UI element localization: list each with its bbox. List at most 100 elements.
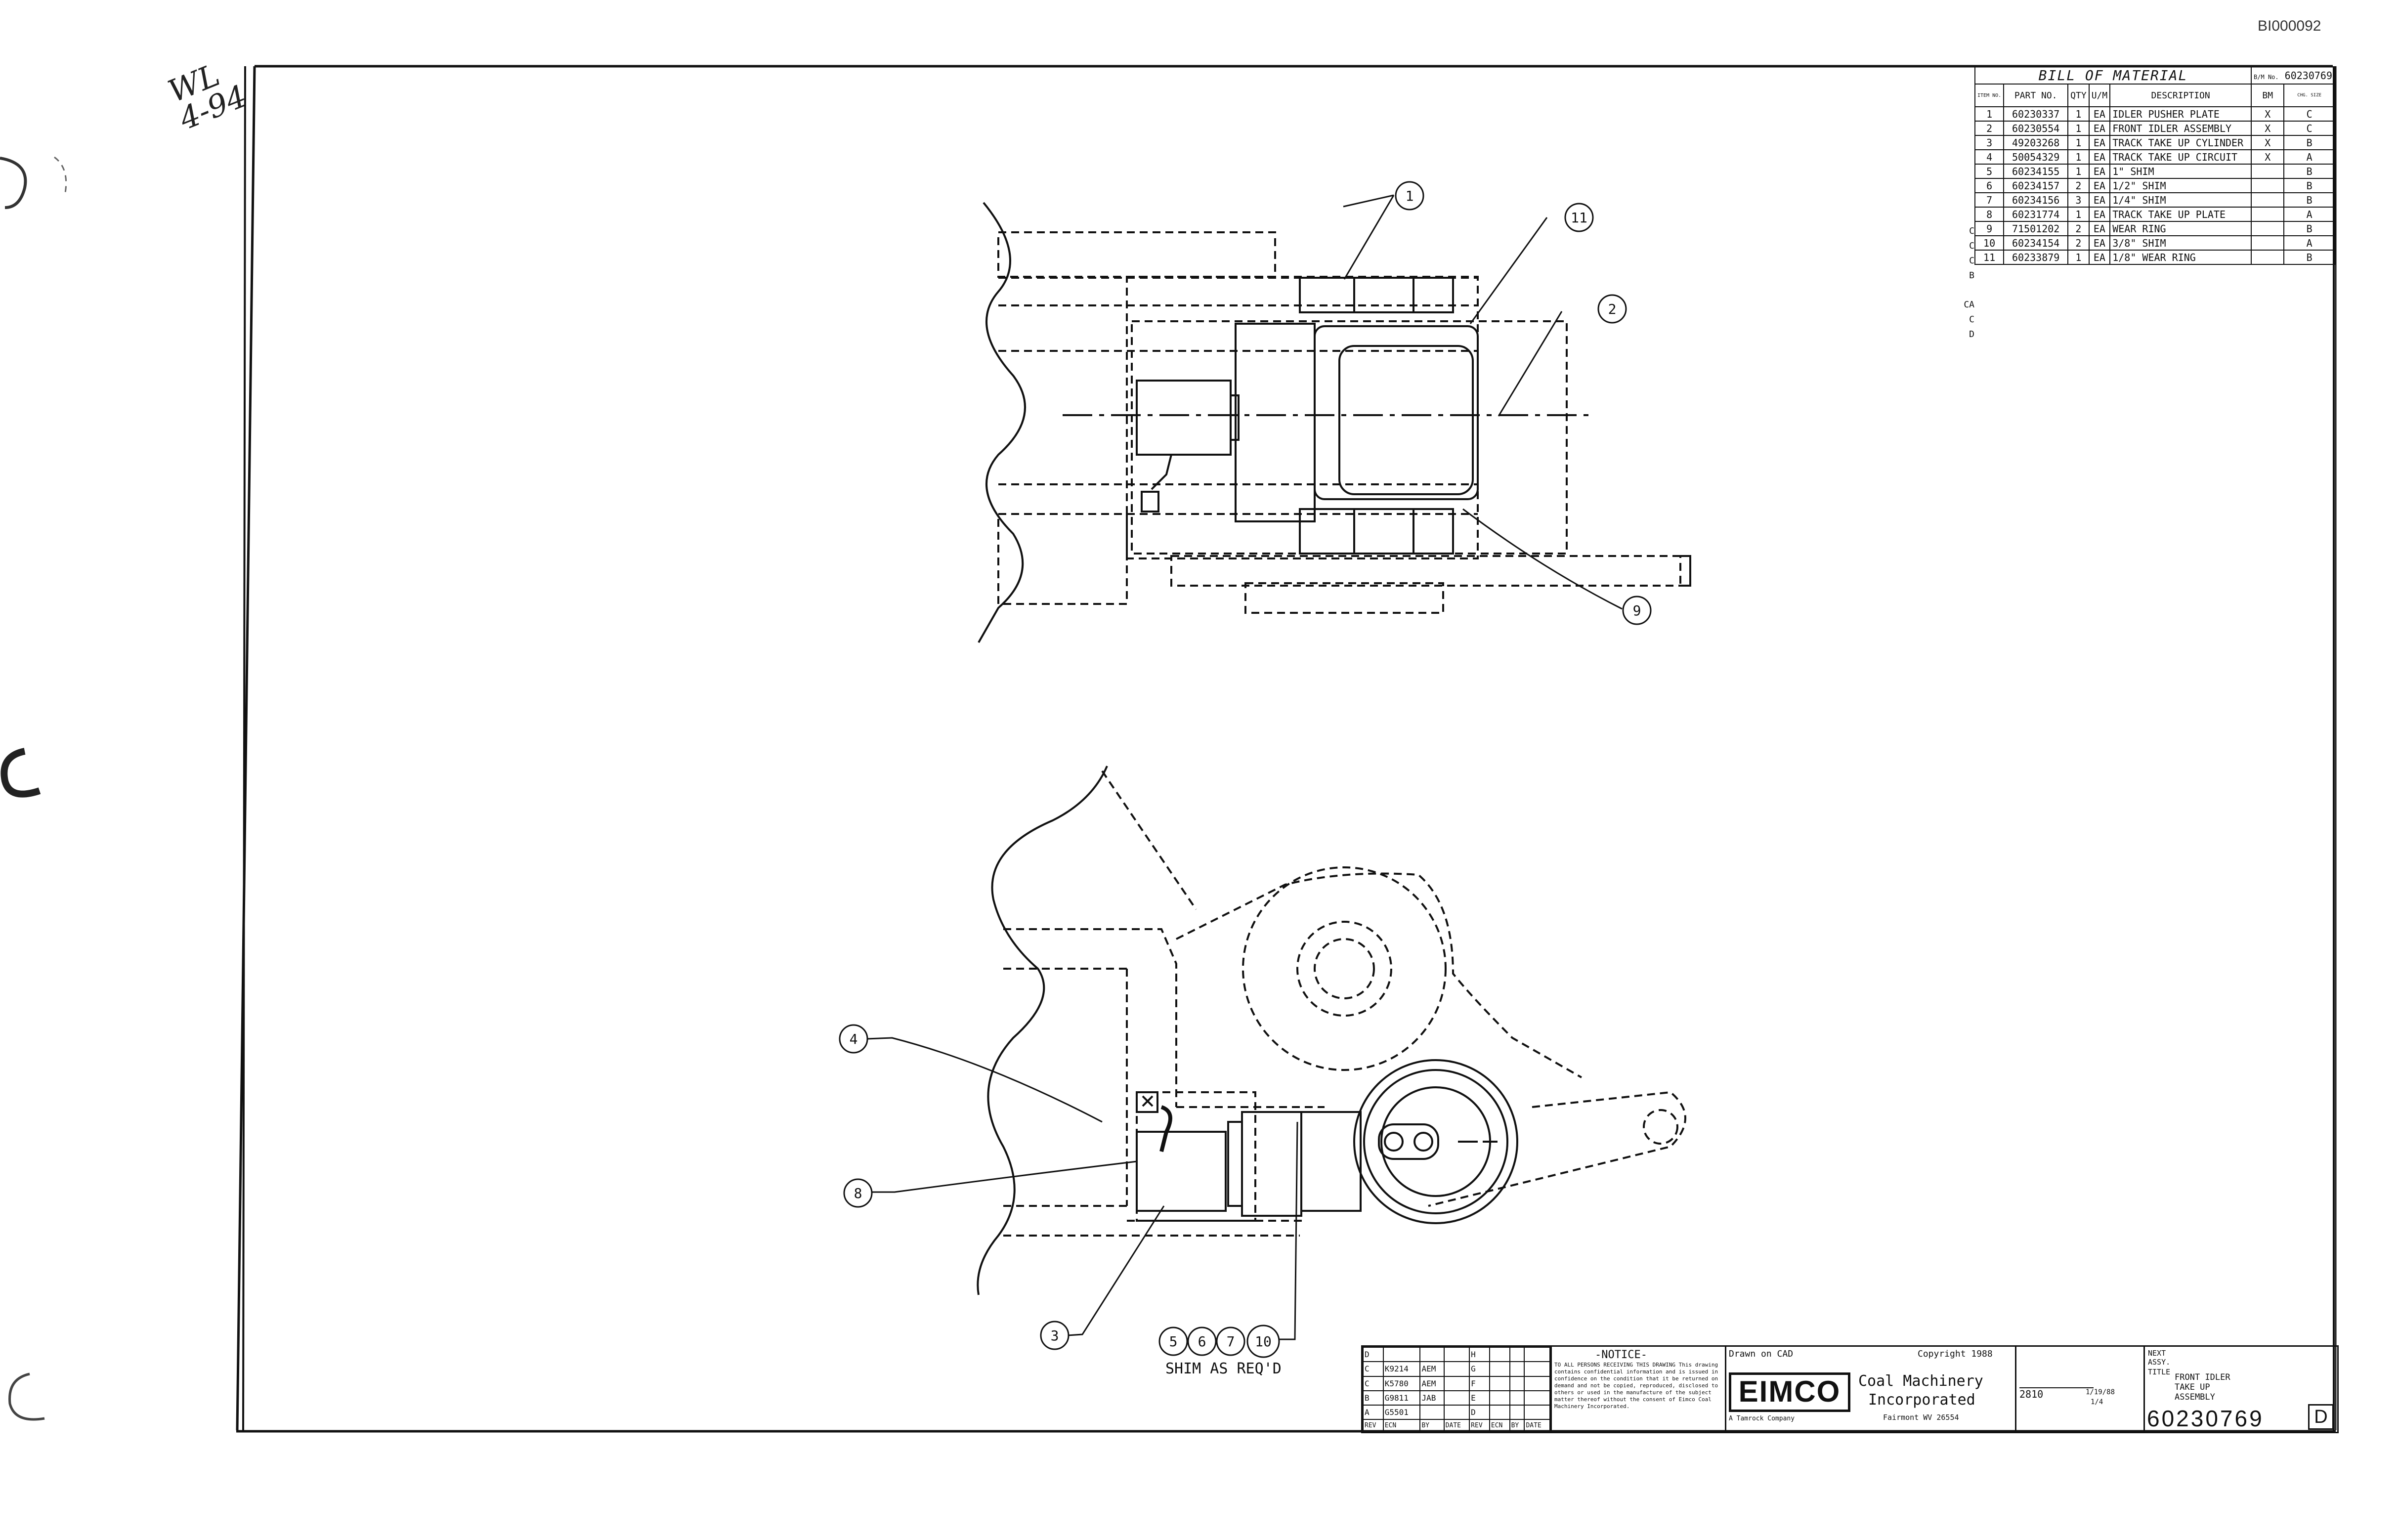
- title-block-drawing-number: 60230769: [2147, 1406, 2264, 1431]
- revision-cell-ecn: K5780: [1382, 1375, 1421, 1391]
- revision-cell-by: [1419, 1404, 1445, 1420]
- bom-cell-size: B: [2283, 192, 2335, 208]
- bom-cell-desc: FRONT IDLER ASSEMBLY: [2109, 121, 2252, 136]
- bom-cell-item: 3: [1974, 135, 2005, 150]
- revision-footer-cell: ECN: [1382, 1419, 1421, 1432]
- bom-cell-part: 49203268: [2003, 135, 2069, 150]
- sheet-revision: D: [2308, 1404, 2334, 1430]
- title-line-2: TAKE UP: [2175, 1382, 2210, 1392]
- bom-cell-size: B: [2283, 221, 2335, 236]
- revision-cell-empty: [1524, 1346, 1550, 1363]
- bom-cell-um: EA: [2088, 235, 2111, 251]
- title-label: TITLE: [2148, 1368, 2171, 1376]
- bom-header-um: U/M: [2088, 84, 2111, 107]
- revision-cell-by: JAB: [1419, 1390, 1445, 1406]
- bom-title: BILL OF MATERIAL: [1974, 66, 2252, 85]
- bom-cell-size: B: [2283, 164, 2335, 179]
- company-name-line-2: Incorporated: [1868, 1391, 1975, 1409]
- drawing-date: 1/19/88: [2086, 1388, 2115, 1396]
- revision-cell-rev: C: [1363, 1361, 1384, 1377]
- revision-cell-ecn: G5501: [1382, 1404, 1421, 1420]
- bom-cell-bm: [2251, 164, 2285, 179]
- bom-cell-bm: X: [2251, 135, 2285, 150]
- bom-cell-qty: 1: [2067, 106, 2090, 122]
- revision-cell-empty: [1509, 1361, 1525, 1377]
- revision-cell-empty: [1509, 1346, 1525, 1363]
- bom-drawing-number-value: 60230769: [2284, 69, 2332, 82]
- drawing-scale: 1/4: [2091, 1398, 2103, 1406]
- title-column: NEXT ASSY. TITLE FRONT IDLER TAKE UP ASS…: [2143, 1347, 2338, 1431]
- callout-5: 5: [1169, 1333, 1178, 1350]
- next-assembly-label: NEXT ASSY.: [2148, 1349, 2171, 1367]
- bom-cell-qty: 1: [2067, 135, 2090, 150]
- bom-header-bm: BM: [2251, 84, 2285, 107]
- callout-8: 8: [854, 1185, 862, 1201]
- revision-footer-cell: REV: [1469, 1419, 1490, 1432]
- bom-cell-part: 60233879: [2003, 250, 2069, 265]
- revision-cell-empty: [1509, 1375, 1525, 1391]
- bom-revision-mark: C: [1969, 314, 1974, 325]
- bom-cell-part: 60234156: [2003, 192, 2069, 208]
- revision-cell-by: AEM: [1419, 1375, 1445, 1391]
- notice-title: -NOTICE-: [1595, 1349, 1647, 1361]
- revision-cell-empty: [1489, 1390, 1510, 1406]
- bom-cell-um: EA: [2088, 221, 2111, 236]
- bom-cell-size: B: [2283, 178, 2335, 193]
- bom-header-qty: QTY: [2067, 84, 2090, 107]
- revision-cell-empty: [1489, 1361, 1510, 1377]
- revision-cell-ecn: [1382, 1346, 1421, 1363]
- bom-cell-size: C: [2283, 106, 2335, 122]
- shim-note: SHIM AS REQ'D: [1165, 1360, 1282, 1377]
- bom-header-desc: DESCRIPTION: [2109, 84, 2252, 107]
- bom-cell-desc: 1/4" SHIM: [2109, 192, 2252, 208]
- revision-cell-empty: [1524, 1404, 1550, 1420]
- bom-cell-part: 60230554: [2003, 121, 2069, 136]
- bom-cell-qty: 2: [2067, 235, 2090, 251]
- revision-cell-empty: [1509, 1404, 1525, 1420]
- bom-drawing-label: B/M No.: [2254, 73, 2279, 81]
- revision-cell-rev2: E: [1469, 1390, 1490, 1406]
- company-name-line-1: Coal Machinery: [1858, 1372, 1983, 1390]
- callout-6: 6: [1198, 1333, 1206, 1350]
- bom-cell-desc: TRACK TAKE UP PLATE: [2109, 207, 2252, 222]
- bom-cell-item: 8: [1974, 207, 2005, 222]
- bom-cell-desc: IDLER PUSHER PLATE: [2109, 106, 2252, 122]
- bom-cell-part: 60234155: [2003, 164, 2069, 179]
- bom-cell-size: A: [2283, 235, 2335, 251]
- bom-cell-size: A: [2283, 149, 2335, 165]
- callout-11: 11: [1571, 210, 1587, 226]
- bom-cell-qty: 1: [2067, 164, 2090, 179]
- revision-footer-cell: BY: [1419, 1419, 1445, 1432]
- revision-cell-empty: [1524, 1361, 1550, 1377]
- revision-cell-empty: [1524, 1390, 1550, 1406]
- bom-cell-size: C: [2283, 121, 2335, 136]
- top-callouts: 1 11 2 9: [1395, 181, 1652, 625]
- bottom-callouts: 4 8 3 5 6 7 10: [839, 1024, 1280, 1358]
- title-line-3: ASSEMBLY: [2175, 1392, 2215, 1402]
- bom-cell-desc: TRACK TAKE UP CIRCUIT: [2109, 149, 2252, 165]
- bom-cell-bm: X: [2251, 121, 2285, 136]
- bom-cell-bm: [2251, 192, 2285, 208]
- bom-cell-part: 60234154: [2003, 235, 2069, 251]
- bom-revision-mark: [1935, 197, 1974, 212]
- bom-cell-item: 9: [1974, 221, 2005, 236]
- manufacturer-block: Drawn on CAD Copyright 1988 EIMCO Coal M…: [1725, 1347, 2021, 1431]
- bom-cell-um: EA: [2088, 135, 2111, 150]
- notice-body: TO ALL PERSONS RECEIVING THIS DRAWING Th…: [1554, 1362, 1718, 1410]
- bom-cell-item: 6: [1974, 178, 2005, 193]
